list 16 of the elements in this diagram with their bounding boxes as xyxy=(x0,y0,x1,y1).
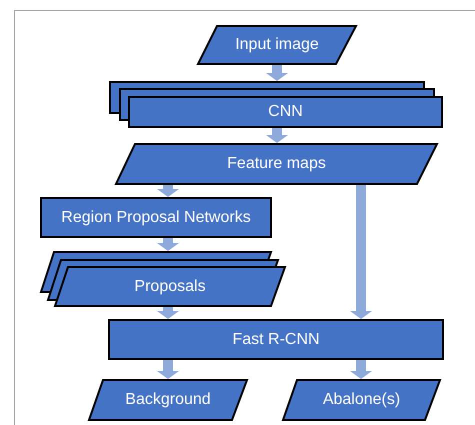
arrow xyxy=(157,307,179,319)
arrow xyxy=(157,238,179,251)
node-label: Region Proposal Networks xyxy=(61,210,251,226)
arrow xyxy=(266,128,288,143)
node-label: Input image xyxy=(235,37,319,53)
arrow xyxy=(266,65,288,81)
node-label: Fast R-CNN xyxy=(232,332,320,348)
node-label: Abalone(s) xyxy=(322,392,400,408)
node-label: CNN xyxy=(268,104,303,120)
arrow xyxy=(157,185,179,197)
arrow xyxy=(350,185,372,319)
node-label: Proposals xyxy=(134,278,206,294)
arrow xyxy=(157,360,179,379)
node-label: Background xyxy=(125,392,211,408)
node-label: Feature maps xyxy=(227,156,326,172)
arrow xyxy=(350,360,372,379)
